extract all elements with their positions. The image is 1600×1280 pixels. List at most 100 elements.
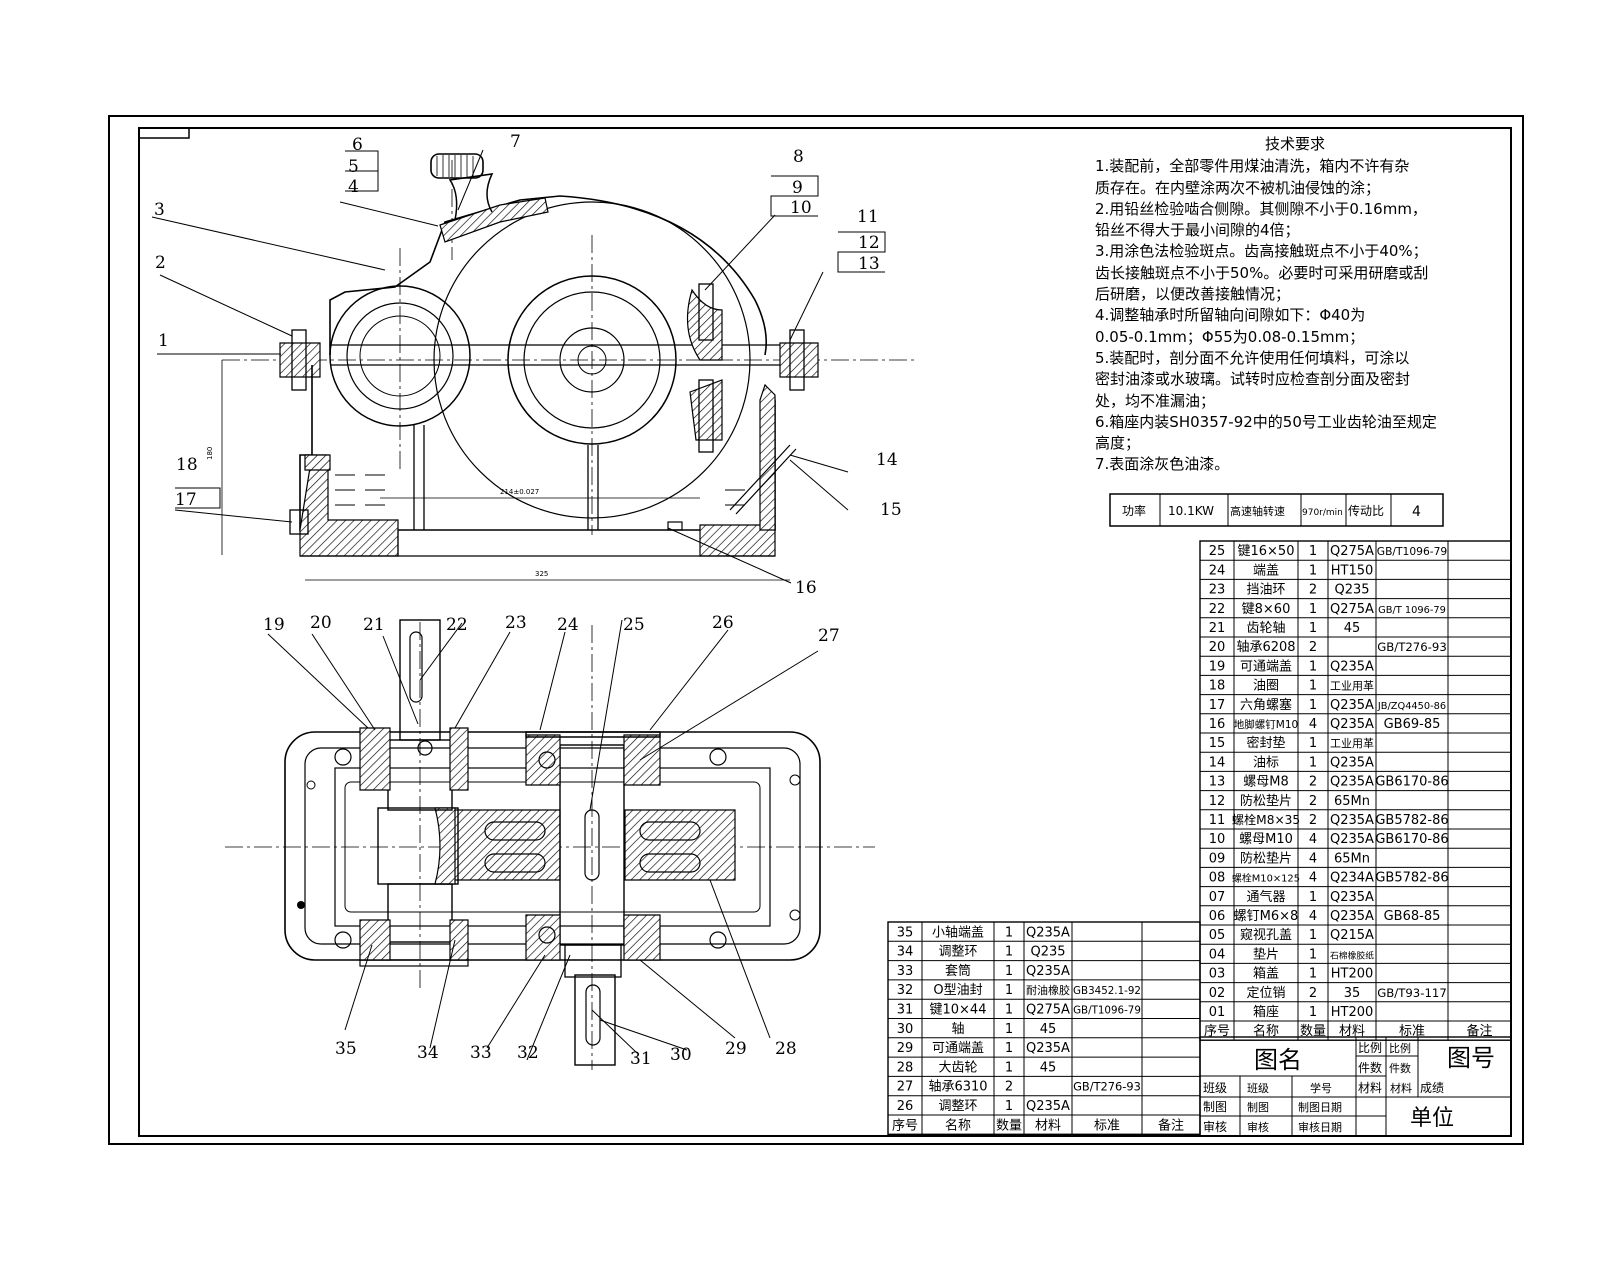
bom-right-cell: 05 [1209,928,1226,943]
balloon-18: 18 [176,455,198,475]
bom-right-cell: Q235A [1330,659,1374,674]
balloon-21: 21 [363,615,385,635]
bom-right-cell: Q275A [1330,602,1374,617]
requirements-title: 技术要求 [1264,135,1325,153]
material-label: 材料 [1358,1081,1382,1095]
bom-right-cell: 油圈 [1253,679,1279,694]
bom-right-cell: 1 [1309,928,1317,943]
bom-right-cell: Q235A [1330,717,1374,732]
student-number: 学号 [1310,1081,1332,1095]
bom-right-cell: 14 [1209,755,1226,770]
balloon-numbers: 1 2 3 4 5 6 7 8 9 10 11 12 13 14 15 16 1… [154,132,902,1069]
bom-right-cell: 2 [1309,986,1317,1001]
bom-left-cell: O型油封 [933,983,982,998]
bom-left-cell: 键10×44 [930,1003,987,1018]
bom-right-cell: 10 [1209,832,1226,847]
bom-right-cell: 油标 [1253,755,1279,770]
bom-right-cell: 垫片 [1253,946,1279,962]
bom-right-cell: 13 [1209,775,1226,790]
bom-right-cell: GB/T 1096-79 [1378,605,1446,616]
qty-label: 件数 [1358,1060,1382,1075]
bom-left-cell: 小轴端盖 [932,925,984,940]
balloon-30: 30 [670,1045,692,1065]
bom-right-cell: 齿轮轴 [1246,621,1285,636]
bom-right-cell: 4 [1309,871,1317,886]
requirement-line: 1.装配前，全部零件用煤油清洗，箱内不许有杂 [1095,157,1410,176]
bom-right-cell: 可通端盖 [1240,659,1292,674]
bom-right-cell: 螺母M8 [1243,775,1289,790]
spec-speed-label: 高速轴转速 [1230,504,1285,518]
bom-right-cell: 15 [1209,736,1226,751]
bom-right-cell: 18 [1209,679,1226,694]
leader-lines [151,149,886,1061]
unit-label: 单位 [1410,1106,1454,1131]
balloon-17: 17 [175,490,197,510]
bom-right-cell: 1 [1309,755,1317,770]
bom-left-cell: Q235 [1030,945,1065,960]
bom-right-cell: 地脚螺钉M10 [1234,718,1298,731]
bom-right-cell: 六角螺塞 [1240,697,1292,713]
bom-right-cell: Q235A [1330,909,1374,924]
bom-right-cell: 04 [1209,947,1226,962]
bom-right-cell: 1 [1309,602,1317,617]
balloon-1: 1 [158,331,169,351]
bom-right-cell: 4 [1309,909,1317,924]
balloon-14: 14 [876,450,898,470]
bom-left-cell: Q275A [1026,1003,1070,1018]
drawn-value: 制图 [1247,1101,1269,1114]
bom-right-cell: Q235A [1330,832,1374,847]
spec-ratio-label: 传动比 [1348,503,1384,518]
bom-right-cell: 2 [1309,794,1317,809]
balloon-26: 26 [712,613,734,633]
bom-left-header-cell: 数量 [996,1118,1022,1133]
balloon-13: 13 [858,254,880,274]
bom-left-cell: 可通端盖 [932,1041,984,1056]
bom-right-cell: 35 [1344,986,1361,1001]
bom-right-cell: 07 [1209,890,1226,905]
technical-requirements: 技术要求 1.装配前，全部零件用煤油清洗，箱内不许有杂 质存在。在内壁涂两次不被… [1095,134,1495,476]
material-value: 材料 [1390,1081,1412,1095]
bom-right-cell: 03 [1209,967,1226,982]
bom-right-header-cell: 备注 [1466,1023,1492,1039]
bom-left-cell: 1 [1005,945,1013,960]
scale-label: 比例 [1358,1041,1382,1055]
bom-left-cell: 27 [897,1080,914,1095]
bom-right-cell: 17 [1209,698,1226,713]
bom-left-cell: Q235A [1026,964,1070,979]
requirement-line: 0.05-0.1mm；Φ55为0.08-0.15mm； [1095,327,1365,346]
bom-left-cell: 26 [897,1099,914,1114]
balloon-5: 5 [348,157,359,177]
bom-left-cell: 30 [897,1022,914,1037]
bom-right-cell: 通气器 [1246,889,1285,905]
bom-right-cell: 21 [1209,621,1226,636]
balloon-11: 11 [857,207,879,227]
bom-right-cell: Q234A [1330,871,1374,886]
checked-label: 审核 [1203,1119,1227,1134]
requirement-line: 后研磨，以便改善接触情况； [1095,285,1291,304]
checked-date: 审核日期 [1298,1120,1342,1134]
bom-left-cell: GB/T1096-79 [1073,1005,1141,1017]
gear-outline [433,201,751,519]
bom-left-cell: 28 [897,1060,914,1075]
balloon-29: 29 [725,1039,747,1059]
bom-right-cell: JB/ZQ4450-86 [1377,701,1446,712]
bom-left-cell: 大齿轮 [938,1060,977,1075]
bom-right-cell: 石棉橡胶纸 [1330,949,1374,961]
bom-left-cell: 1 [1005,983,1013,998]
bom-left-cell: 1 [1005,1099,1013,1114]
bom-right-cell: 1 [1309,544,1317,559]
bom-right-cell: GB69-85 [1384,717,1441,732]
bom-left-cell: 1 [1005,925,1013,940]
bom-right-cell: 1 [1309,563,1317,578]
bom-right-cell: Q235A [1330,698,1374,713]
bom-right-cell: 24 [1209,563,1226,578]
bom-right-cell: 箱座 [1253,1004,1279,1020]
bom-right-cell: 键8×60 [1242,602,1291,617]
bom-left-cell: 轴承6310 [928,1080,987,1095]
bom-right-cell: 螺栓M10×125 [1232,872,1300,885]
bom-right-cell: 1 [1309,621,1317,636]
bom-right-cell: 轴承6208 [1236,640,1295,655]
bom-right-cell: 65Mn [1334,794,1370,809]
bom-right-cell: 19 [1209,659,1226,674]
